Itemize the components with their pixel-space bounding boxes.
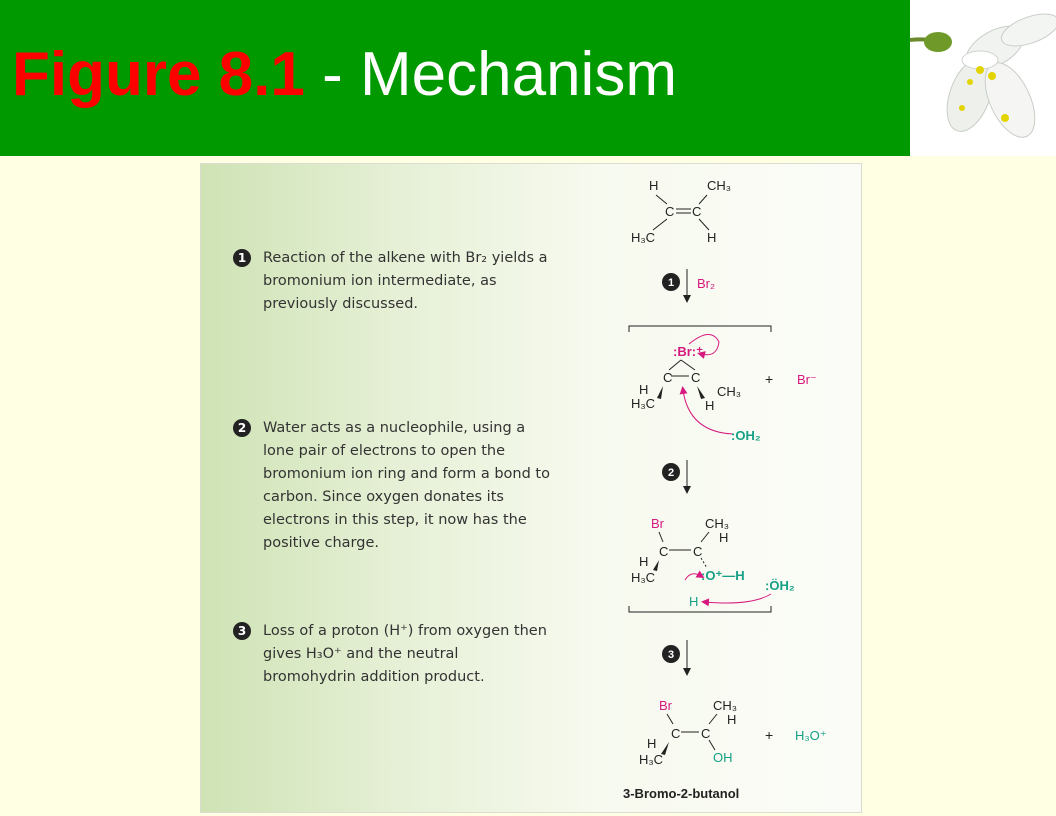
- title-bar: Figure 8.1 - Mechanism: [0, 0, 910, 156]
- atom-ch3: CH₃: [713, 698, 737, 713]
- scheme-step-2-number: 2: [668, 467, 674, 479]
- atom-h: H: [727, 712, 736, 727]
- atom-h: H: [705, 398, 714, 413]
- atom-h3c: H₃C: [639, 752, 663, 767]
- reaction-scheme: H CH₃ C C H₃C H 1 Br₂ :Br:⁺ H C C H₃C CH: [623, 178, 827, 801]
- step-3-description: 3 Loss of a proton (H⁺) from oxygen then…: [233, 620, 553, 689]
- atom-h3c: H₃C: [631, 230, 655, 245]
- water-nucleophile: :OH₂: [731, 428, 761, 443]
- figure-number: Figure 8.1: [12, 40, 305, 109]
- product-name: 3-Bromo-2-butanol: [623, 786, 739, 801]
- step-1-text: Reaction of the alkene with Br₂ yields a…: [263, 250, 548, 312]
- atom-ch3: CH₃: [717, 384, 741, 399]
- atom-h: H: [647, 736, 656, 751]
- atom-h: H: [649, 178, 658, 193]
- scheme-step-3-badge: [662, 645, 680, 663]
- atom-c: C: [665, 204, 674, 219]
- scheme-step-1-number: 1: [668, 277, 674, 289]
- bromide-ion: Br⁻: [797, 372, 817, 387]
- step-2-badge: 2: [233, 419, 251, 437]
- atom-c: C: [671, 726, 680, 741]
- atom-c: C: [659, 544, 668, 559]
- atom-c: C: [692, 204, 701, 219]
- atom-c: C: [691, 370, 700, 385]
- atom-h: H: [707, 230, 716, 245]
- slide-title: Figure 8.1 - Mechanism: [12, 44, 677, 106]
- scheme-step-1-badge: [662, 273, 680, 291]
- alkene-structure: H CH₃ C C H₃C H: [631, 178, 731, 245]
- step-2-text: Water acts as a nucleophile, using a lon…: [263, 420, 550, 551]
- atom-c: C: [701, 726, 710, 741]
- atom-ch3: CH₃: [707, 178, 731, 193]
- atom-h: H: [639, 382, 648, 397]
- reagent-br2: Br₂: [697, 276, 715, 291]
- step-1-description: 1 Reaction of the alkene with Br₂ yields…: [233, 247, 553, 316]
- title-text: - Mechanism: [304, 40, 677, 109]
- oxonium-group: :O⁺—H: [701, 568, 745, 583]
- atom-h: H: [689, 594, 698, 609]
- scheme-step-2-badge: [662, 463, 680, 481]
- mechanism-panel: 1 Reaction of the alkene with Br₂ yields…: [200, 163, 862, 813]
- atom-h3c: H₃C: [631, 570, 655, 585]
- oxonium-intermediate-structure: Br CH₃ H H C C H₃C :O⁺—H H :ÖH₂: [628, 516, 795, 613]
- step-3-badge: 3: [233, 622, 251, 640]
- atom-br: Br: [651, 516, 665, 531]
- step-3-text: Loss of a proton (H⁺) from oxygen then g…: [263, 623, 547, 685]
- water-base: :ÖH₂: [765, 578, 795, 593]
- plus-sign: +: [765, 727, 773, 743]
- plus-sign: +: [765, 371, 773, 387]
- bromohydrin-product-structure: Br CH₃ H H C C H₃C OH + H₃O⁺ 3-Bromo-2-b…: [623, 698, 827, 801]
- atom-br: Br: [659, 698, 673, 713]
- atom-c: C: [663, 370, 672, 385]
- atom-c: C: [693, 544, 702, 559]
- step-1-badge: 1: [233, 249, 251, 267]
- atom-h: H: [639, 554, 648, 569]
- atom-h3c: H₃C: [631, 396, 655, 411]
- bromonium-ion-structure: :Br:⁺ H C C H₃C CH₃ H + Br⁻ :OH₂: [631, 334, 817, 443]
- hydroxyl-group: OH: [713, 750, 733, 765]
- atom-h: H: [719, 530, 728, 545]
- atom-ch3: CH₃: [705, 516, 729, 531]
- hydronium-ion: H₃O⁺: [795, 728, 827, 743]
- step-2-description: 2 Water acts as a nucleophile, using a l…: [233, 417, 553, 555]
- snowdrop-flower-image: [909, 0, 1056, 156]
- bromonium-br: :Br:⁺: [673, 344, 703, 359]
- scheme-step-3-number: 3: [668, 649, 674, 661]
